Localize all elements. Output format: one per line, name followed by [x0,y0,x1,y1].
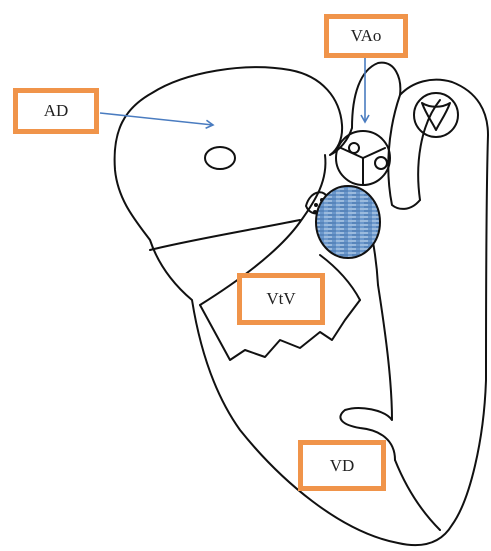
label-ad: AD [13,88,99,134]
right-atrium-floor [150,220,300,250]
coronary-ostium-1 [349,143,359,153]
coronary-sinus-ostium [205,147,235,169]
pulmonary-cusps [341,148,385,184]
aortic-inner-curve [418,100,440,200]
label-vd: VD [298,440,386,491]
aortic-wall-right [388,95,420,209]
label-vao: VAo [324,14,408,58]
septum-inner [395,460,440,530]
label-vtv: VtV [237,273,325,325]
lesion-mass [316,186,380,258]
tricuspid-leaflet-edge [320,255,360,300]
node-dot-1 [314,203,318,207]
coronary-ostium-2 [375,157,387,169]
arrow-ad [100,113,213,125]
interventricular-septum [340,285,395,460]
